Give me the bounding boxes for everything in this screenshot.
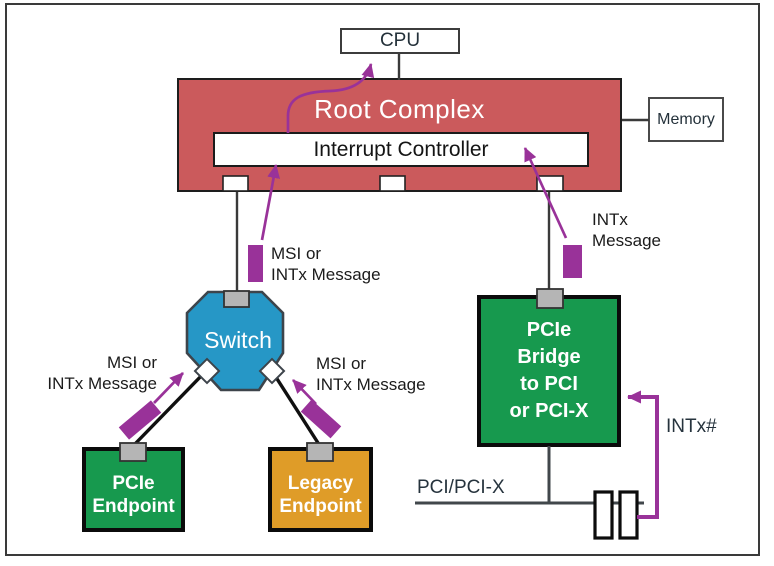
legacy-endpoint-box: Legacy Endpoint: [268, 447, 373, 532]
memory-label: Memory: [657, 110, 715, 128]
memory-box: Memory: [648, 97, 724, 142]
pci-bus-label: PCI/PCI-X: [417, 477, 505, 498]
intx-upper-right-label-line2: Message: [592, 231, 661, 250]
pcie-bridge-label-line2: Bridge: [517, 346, 581, 368]
legacy-endpoint-label-line1: Legacy: [287, 472, 354, 494]
msi-lower-left-label-line1: MSI or: [106, 353, 157, 372]
msi-lower-left-label-line2: INTx Message: [47, 374, 157, 393]
pcie-bridge-box: PCIe Bridge to PCI or PCI-X: [477, 295, 621, 447]
intx-upper-right-label: INTx Message: [592, 209, 661, 251]
interrupt-controller-box: Interrupt Controller: [213, 132, 589, 167]
interrupt-controller-label: Interrupt Controller: [313, 137, 489, 161]
msi-lower-right-label-line2: INTx Message: [316, 375, 426, 394]
pcie-bridge-label-line4: or PCI-X: [509, 400, 589, 422]
legacy-endpoint-label-line2: Endpoint: [279, 495, 362, 517]
pcie-endpoint-label-line1: PCIe: [112, 472, 155, 494]
msi-lower-right-label-line1: MSI or: [316, 354, 367, 373]
cpu-label: CPU: [379, 30, 421, 51]
cpu-box: CPU: [340, 28, 460, 54]
diagram-border: [5, 3, 760, 556]
msi-upper-label: MSI or INTx Message: [271, 243, 381, 285]
pcie-bridge-label-line3: to PCI: [520, 373, 578, 395]
msi-lower-left-label: MSI or INTx Message: [9, 352, 157, 394]
msi-lower-right-label: MSI or INTx Message: [316, 353, 426, 395]
root-complex-label: Root Complex: [314, 94, 485, 124]
switch-label: Switch: [204, 327, 272, 353]
msi-upper-label-line1: MSI or: [271, 244, 322, 263]
pcie-endpoint-box: PCIe Endpoint: [82, 447, 185, 532]
pcie-bridge-label-line1: PCIe: [526, 319, 572, 341]
pcie-endpoint-label-line2: Endpoint: [92, 495, 175, 517]
intx-upper-right-label-line1: INTx: [592, 210, 628, 229]
intx-wire-label: INTx#: [666, 416, 717, 437]
msi-upper-label-line2: INTx Message: [271, 265, 381, 284]
